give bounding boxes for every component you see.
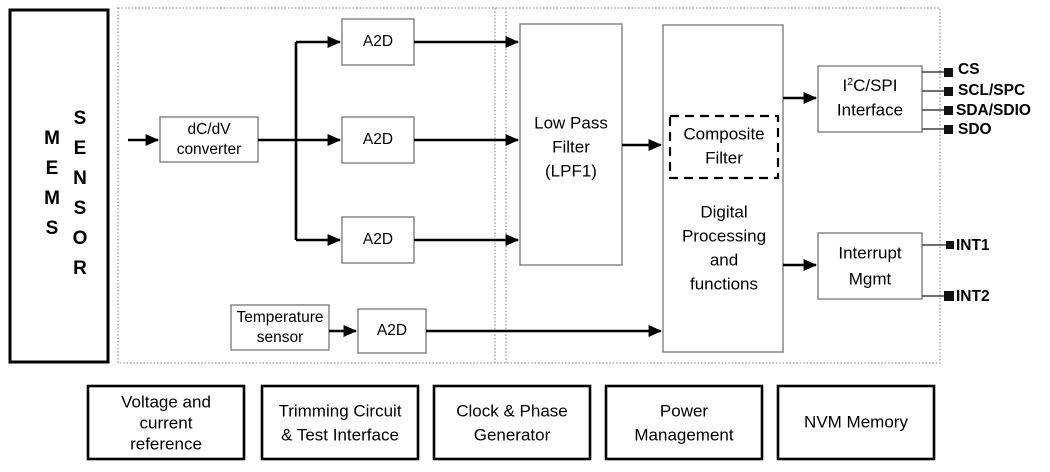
- pin-square-int1: [946, 241, 954, 249]
- i2c-spi-prefix: I: [843, 76, 848, 95]
- interrupt-label-line1: Interrupt: [838, 243, 902, 262]
- lpf-label-line3: (LPF1): [545, 161, 597, 180]
- i2c-spi-superscript: 2: [847, 76, 853, 88]
- pin-label-sda: SDA/SDIO: [956, 102, 1031, 119]
- sensor-letter-0: S: [74, 108, 87, 129]
- dcdv-converter-block: [159, 116, 259, 163]
- temperature-sensor-block: [230, 304, 330, 351]
- support-label-3-0: Power: [660, 401, 709, 420]
- a2d-label-temperature: A2D: [377, 322, 407, 339]
- a2d-label-3: A2D: [363, 231, 393, 248]
- a2d-block-3: [341, 216, 415, 264]
- support-label-0-0: Voltage and: [121, 392, 211, 411]
- digital-processing-label-line4: functions: [690, 274, 758, 293]
- support-label-0-2: reference: [130, 434, 202, 453]
- pin-label-cs: CS: [958, 61, 980, 78]
- support-label-0-1: current: [140, 413, 193, 432]
- pin-label-int2: INT2: [956, 288, 990, 305]
- a2d-block-temperature: [357, 308, 427, 354]
- support-label-1-1: & Test Interface: [281, 425, 399, 444]
- support-label-2-1: Generator: [474, 425, 551, 444]
- support-block-trimming-circuit-test-interface: [260, 384, 420, 461]
- interrupt-label-line2: Mgmt: [849, 269, 892, 288]
- composite-filter-label-line1: Composite: [683, 124, 764, 143]
- digital-processing-label-line1: Digital: [700, 202, 747, 221]
- mems-letter-2: M: [44, 188, 60, 209]
- support-block-clock-phase-generator: [432, 384, 592, 461]
- pin-square-sdo: [944, 125, 953, 134]
- temperature-sensor-label-line1: Temperature: [236, 309, 323, 326]
- temperature-sensor-label-line2: sensor: [257, 329, 304, 346]
- dcdv-converter-label-line1: dC/dV: [187, 121, 231, 138]
- sensor-letter-3: S: [74, 198, 87, 219]
- support-block-nvm-memory: [776, 384, 936, 461]
- pin-label-int1: INT1: [956, 237, 990, 254]
- i2c-spi-label-line2: Interface: [837, 100, 903, 119]
- sensor-letter-1: E: [74, 138, 87, 159]
- sensor-letter-5: R: [73, 258, 87, 279]
- support-block-power-management: [604, 384, 764, 461]
- pin-square-int2: [944, 291, 954, 301]
- support-block-voltage-current-reference: [86, 384, 246, 461]
- pin-square-scl: [944, 87, 953, 96]
- chip-region-boundary: [117, 7, 941, 364]
- mems-letter-3: S: [46, 218, 59, 239]
- low-pass-filter-block: [519, 23, 623, 266]
- support-label-3-1: Management: [634, 425, 734, 444]
- i2c-spi-interface-block: [817, 65, 923, 133]
- digital-processing-block: [662, 24, 784, 353]
- a2d-block-2: [341, 116, 415, 164]
- mems-letter-1: E: [46, 158, 59, 179]
- mems-letter-0: M: [44, 128, 60, 149]
- composite-filter-label-line2: Filter: [705, 148, 743, 167]
- pin-square-cs: [944, 68, 953, 77]
- digital-processing-label-line3: and: [710, 250, 738, 269]
- interrupt-mgmt-block: [817, 232, 923, 300]
- support-label-1-0: Trimming Circuit: [278, 401, 401, 420]
- lpf-label-line2: Filter: [552, 137, 590, 156]
- mems-sensor-block: [8, 8, 110, 364]
- a2d-label-1: A2D: [363, 33, 393, 50]
- pin-square-sda: [944, 106, 953, 115]
- support-label-4-0: NVM Memory: [804, 412, 908, 431]
- dcdv-converter-label-line2: converter: [177, 141, 242, 158]
- support-label-2-0: Clock & Phase: [456, 401, 568, 420]
- composite-filter-block: [668, 114, 780, 180]
- sensor-letter-2: N: [73, 168, 87, 189]
- pin-label-sdo: SDO: [958, 121, 992, 138]
- pin-label-scl: SCL/SPC: [958, 82, 1025, 99]
- digital-processing-label-line2: Processing: [682, 226, 766, 245]
- i2c-spi-label-line1: I2C/SPI: [843, 76, 898, 96]
- a2d-label-2: A2D: [363, 131, 393, 148]
- i2c-spi-suffix: C/SPI: [853, 76, 897, 95]
- lpf-label-line1: Low Pass: [534, 113, 608, 132]
- sensor-letter-4: O: [73, 228, 88, 249]
